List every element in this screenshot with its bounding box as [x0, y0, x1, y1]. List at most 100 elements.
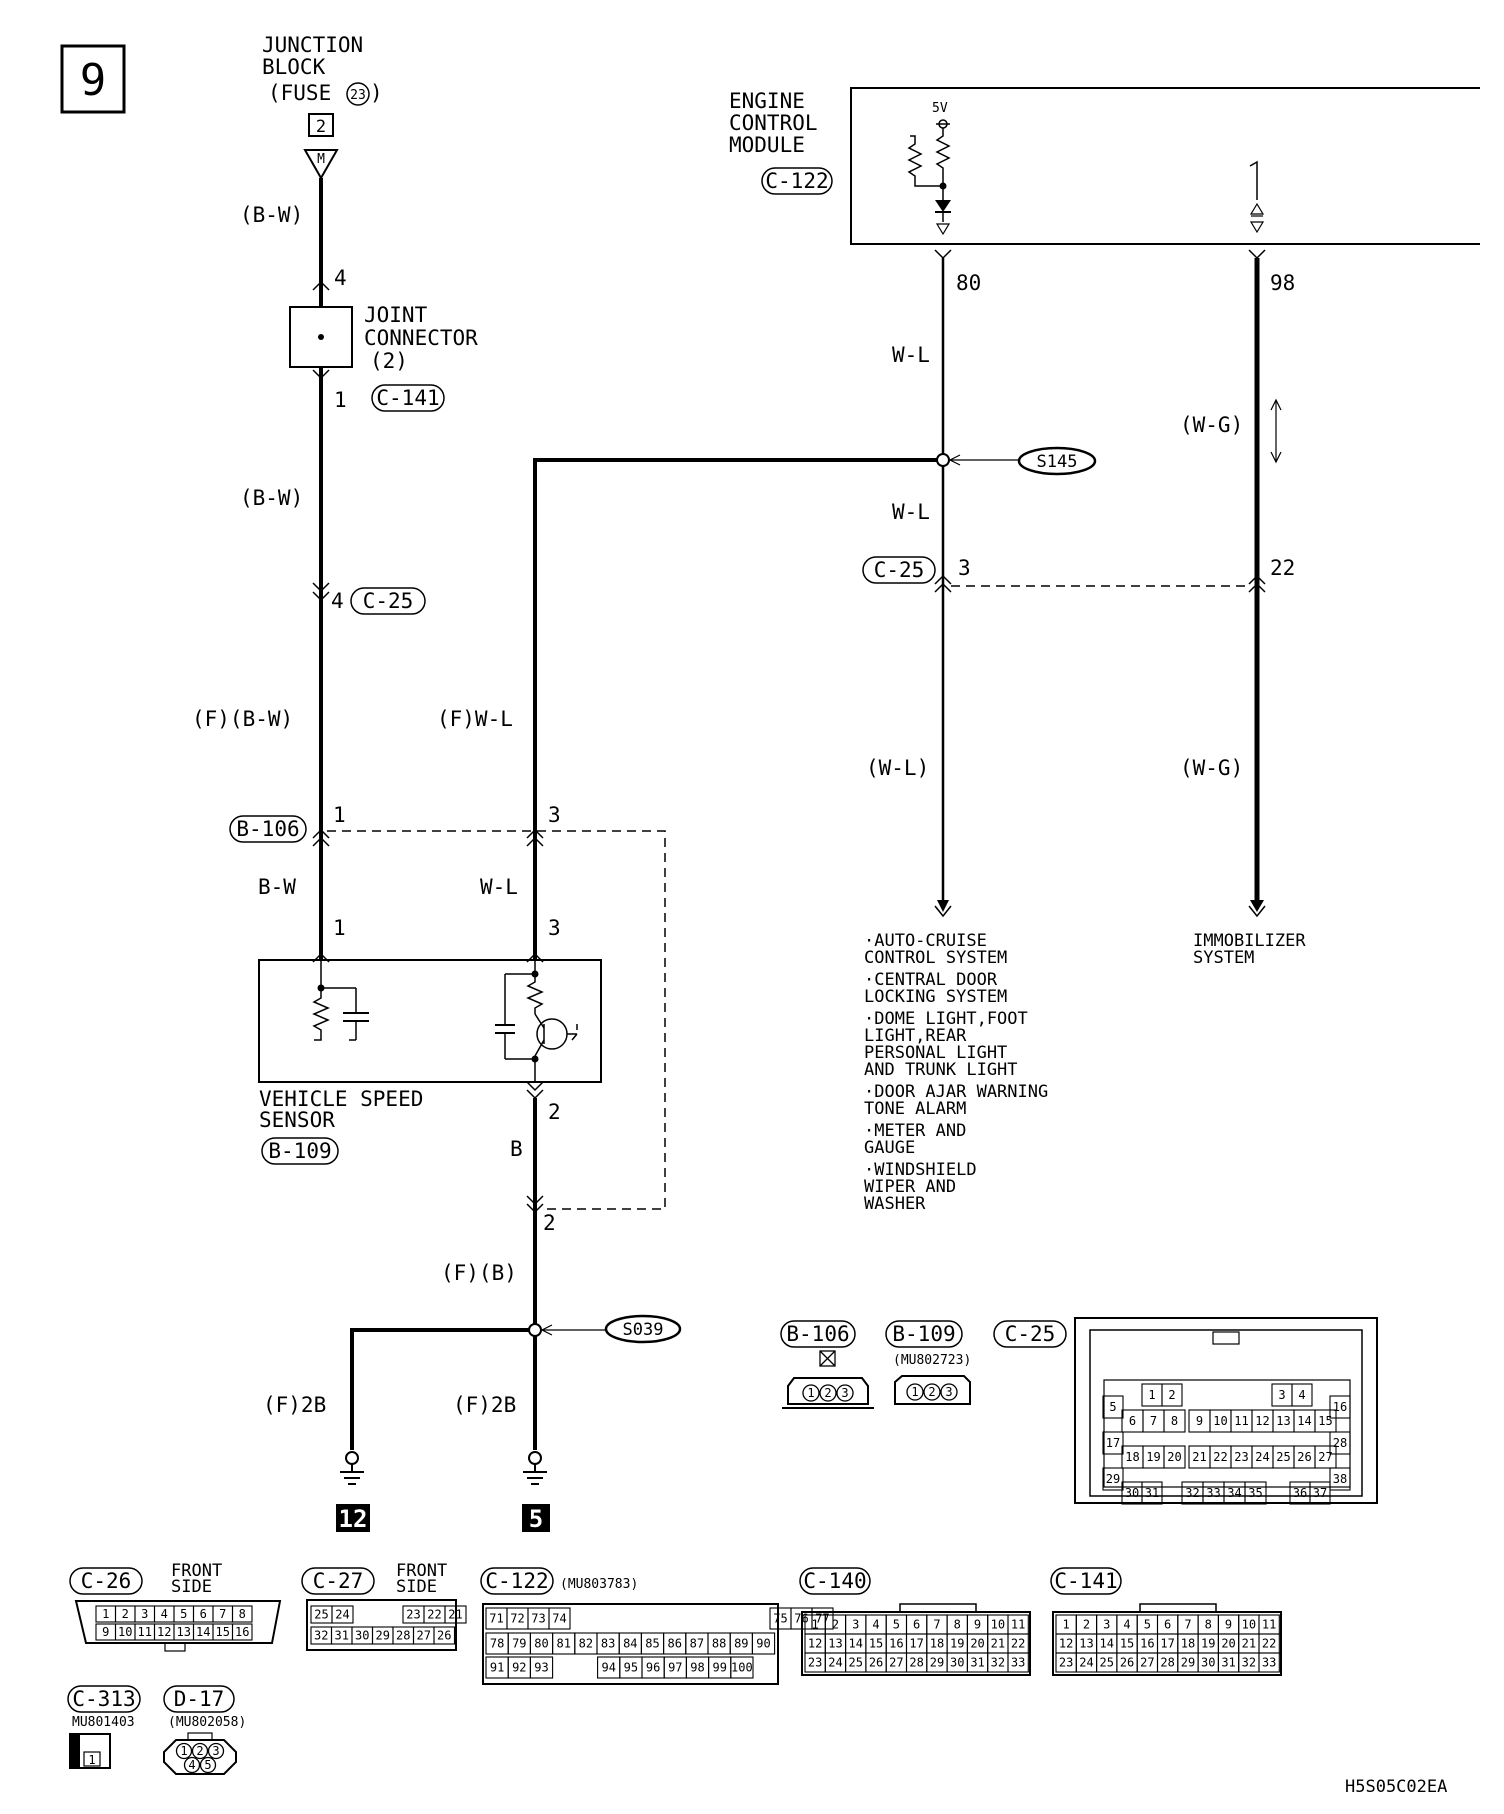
- connector-c313: C-313 MU801403 1: [67, 1685, 141, 1769]
- c25-pin-1: 1: [1148, 1388, 1155, 1402]
- c141-pin-33: 33: [1262, 1656, 1276, 1670]
- c313-pin-0: 1: [88, 1753, 95, 1767]
- wire-color-fwl: (F)W-L: [437, 707, 513, 731]
- c141-pin-28: 28: [1160, 1656, 1174, 1670]
- c140-pin-17: 17: [909, 1637, 923, 1651]
- c141-pin-26: 26: [1120, 1656, 1134, 1670]
- c27-pin-26-cell: [433, 1626, 456, 1645]
- c122-pin-74-cell: [548, 1607, 571, 1630]
- wire-color-wl-top: W-L: [892, 343, 930, 367]
- c25-pin-2-cell: [1161, 1383, 1183, 1407]
- c25-pin-5-cell: [1102, 1395, 1124, 1419]
- wire-wl-middle: (F)W-L W-L B 2 (F)(B): [437, 458, 940, 1450]
- ecm-connector: C-122: [765, 169, 828, 193]
- b106-pin-2: 3: [841, 1386, 848, 1400]
- conn-d17-label: D-17: [174, 1687, 225, 1711]
- c122-pin-85: 85: [645, 1637, 659, 1651]
- joint-pin-out: 1: [334, 388, 347, 412]
- c25-pin-38-cell: [1329, 1467, 1351, 1491]
- c140-pin-27: 27: [889, 1656, 903, 1670]
- c140-pin-16: 16: [889, 1637, 903, 1651]
- c27-pin-22: 22: [427, 1608, 441, 1622]
- c25-pin-31: 31: [1145, 1486, 1159, 1500]
- c25-pin-35-cell: [1244, 1481, 1267, 1505]
- c25-pin-30: 30: [1125, 1486, 1139, 1500]
- sensor-pin-1: 1: [333, 916, 346, 940]
- c27-pin-25: 25: [314, 1608, 328, 1622]
- c25-pin-6: 6: [1129, 1414, 1136, 1428]
- c141-pin-3: 3: [1103, 1618, 1110, 1632]
- c26-pin-9: 9: [102, 1625, 109, 1639]
- c141-pin-1: 1: [1063, 1618, 1070, 1632]
- wire-color-bw-top: (B-W): [240, 203, 303, 227]
- ecm-voltage: 5V: [932, 101, 948, 116]
- b106-pin-left: 1: [333, 803, 346, 827]
- engine-control-module: ENGINE CONTROL MODULE C-122 5V 80 98: [729, 87, 1480, 295]
- c25-left-connector: C-25: [363, 589, 414, 613]
- c25-pin-2: 2: [1168, 1388, 1175, 1402]
- c140-pin-10: 10: [991, 1618, 1005, 1632]
- dest-3-line-0: ·DOOR AJAR WARNING: [864, 1082, 1048, 1102]
- ecm-pin-80: 80: [956, 271, 981, 295]
- c141-pin-18: 18: [1181, 1637, 1195, 1651]
- c141-pin-22: 22: [1262, 1637, 1276, 1651]
- c27-pin-21: 21: [448, 1608, 462, 1622]
- c141-pin-8: 8: [1205, 1618, 1212, 1632]
- c122-pin-88: 88: [712, 1637, 726, 1651]
- c140-pin-7: 7: [933, 1618, 940, 1632]
- joint-pin-in: 4: [334, 266, 347, 290]
- dest-0-line-1: CONTROL SYSTEM: [864, 948, 1007, 968]
- c141-pin-14: 14: [1100, 1637, 1114, 1651]
- connector-d17: D-17 (MU802058) 1 2 3 4 5: [163, 1685, 246, 1775]
- c122-part: (MU803783): [560, 1577, 638, 1592]
- c25-left-junction: 4 C-25: [312, 582, 426, 615]
- wire-wl-right: W-L S145 W-L C-25 3 (W-L): [862, 258, 1249, 918]
- c122-pin-81: 81: [556, 1637, 570, 1651]
- c27-pin-32: 32: [314, 1629, 328, 1643]
- wire-color-wg-top: (W-G): [1180, 413, 1243, 437]
- fuse-prefix: (FUSE: [268, 81, 331, 105]
- c122-pin-91: 91: [490, 1661, 504, 1675]
- dest-1-line-0: ·CENTRAL DOOR: [864, 970, 998, 990]
- b109-pin-1: 2: [928, 1385, 935, 1399]
- c26-pin-4: 4: [161, 1607, 168, 1621]
- c141-pin-5: 5: [1144, 1618, 1151, 1632]
- c122-pin-97: 97: [668, 1661, 682, 1675]
- c140-pin-15: 15: [869, 1637, 883, 1651]
- c25-pin-3: 3: [958, 556, 971, 580]
- c122-pin-86: 86: [667, 1637, 681, 1651]
- c140-pin-22: 22: [1011, 1637, 1025, 1651]
- c26-pin-13: 13: [177, 1625, 191, 1639]
- page-number-text: 9: [80, 55, 107, 106]
- c140-pin-13: 13: [828, 1637, 842, 1651]
- vehicle-speed-sensor: 1 3 2 VEHICLE SPEED SEN: [258, 916, 602, 1165]
- c25-pin-29: 29: [1106, 1472, 1120, 1486]
- c122-pin-80: 80: [534, 1637, 548, 1651]
- c122-pin-90-cell: [751, 1632, 776, 1655]
- d17-pin-2: 3: [212, 1744, 219, 1758]
- c141-pin-7: 7: [1184, 1618, 1191, 1632]
- c25-pin-11: 11: [1234, 1414, 1248, 1428]
- c140-pin-3: 3: [852, 1618, 859, 1632]
- c122-pin-90: 90: [756, 1637, 770, 1651]
- c141-pin-12: 12: [1059, 1637, 1073, 1651]
- c140-pin-19: 19: [950, 1637, 964, 1651]
- c140-pin-29: 29: [930, 1656, 944, 1670]
- c26-pin-7: 7: [219, 1607, 226, 1621]
- ecm-title-2: CONTROL: [729, 111, 818, 135]
- c122-pin-83: 83: [601, 1637, 615, 1651]
- b106-pin-1: 2: [824, 1386, 831, 1400]
- c25-pin-4-cell: [1291, 1383, 1313, 1407]
- c122-pin-71: 71: [489, 1612, 503, 1626]
- c122-pin-96: 96: [646, 1661, 660, 1675]
- dest-2-line-3: AND TRUNK LIGHT: [864, 1060, 1018, 1080]
- c25-pin-17: 17: [1106, 1436, 1120, 1450]
- c122-pin-98: 98: [690, 1661, 704, 1675]
- c122-pin-89: 89: [734, 1637, 748, 1651]
- c140-pin-28: 28: [909, 1656, 923, 1670]
- c25-right-connector: C-25: [874, 558, 925, 582]
- c141-pin-19: 19: [1201, 1637, 1215, 1651]
- d17-pin-4: 5: [204, 1758, 211, 1772]
- c141-pin-13: 13: [1079, 1637, 1093, 1651]
